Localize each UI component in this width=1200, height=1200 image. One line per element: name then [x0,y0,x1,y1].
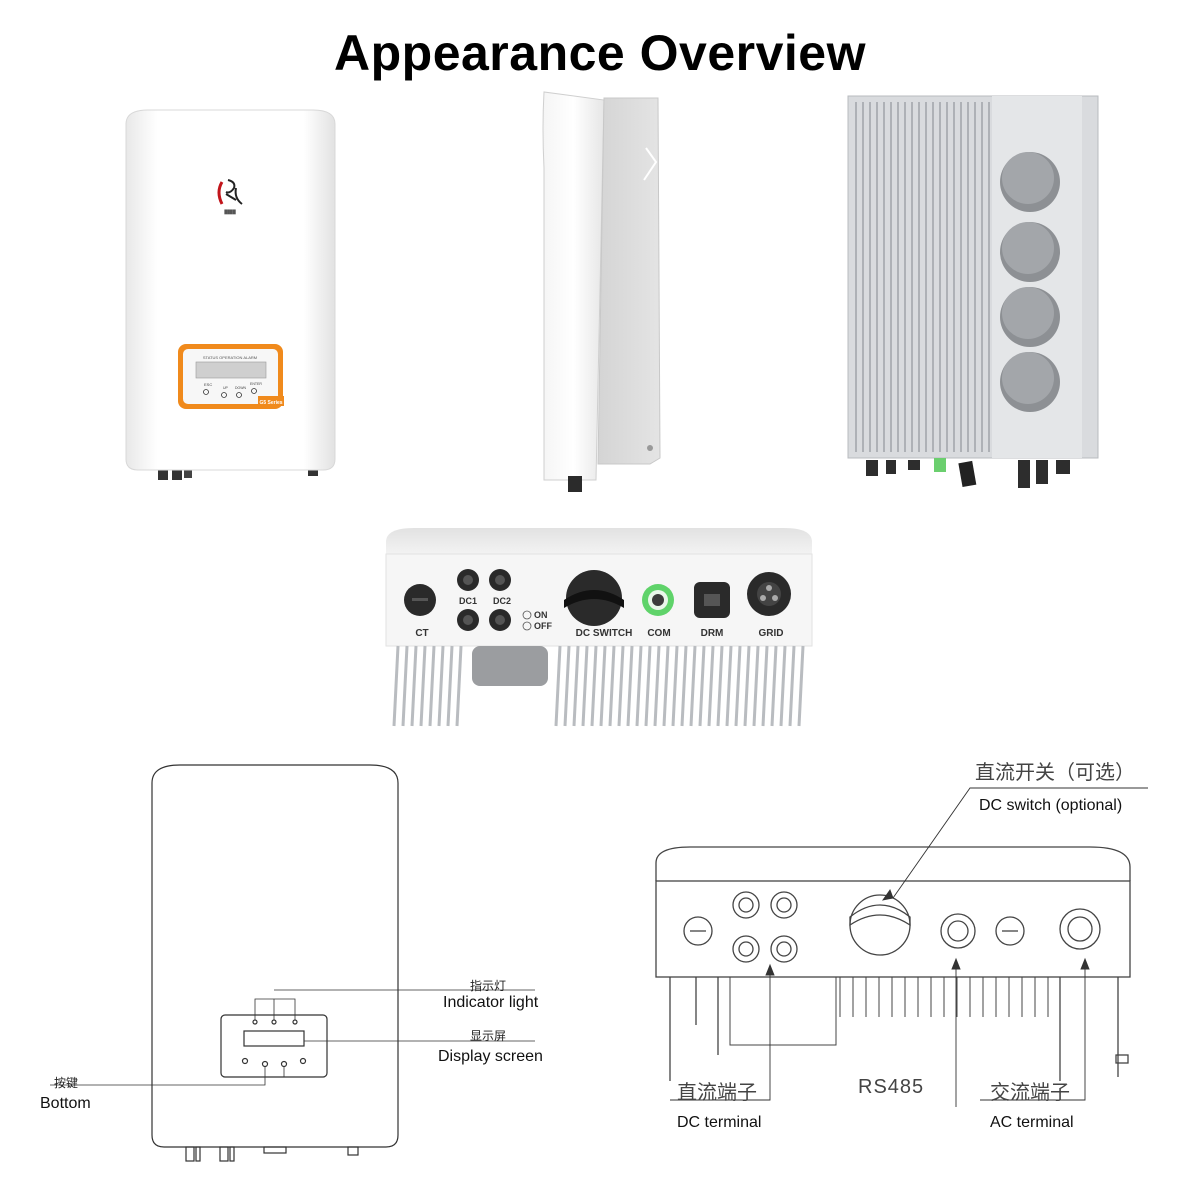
series-badge: G5 Series [259,400,282,406]
display-header-text: STATUS OPERATION ALARM [203,355,257,360]
ac-terminal-label: AC terminal [990,1114,1074,1131]
com-port-label: COM [647,628,670,639]
grid-port-label: GRID [759,628,784,639]
drm-port-label: DRM [701,628,724,639]
indicator-light-cn-label: 指示灯 [470,979,507,993]
display-screen-label: Display screen [438,1048,543,1065]
dc-switch-knob-icon [564,570,624,626]
indicator-light-label: Indicator light [443,994,539,1011]
dc2-port-label: DC2 [493,596,511,606]
down-button-label: DOWN [235,386,247,390]
display-screen-cn-label: 显示屏 [470,1029,507,1043]
svg-text:████: ████ [224,209,236,215]
enter-button-label: ENTER [250,382,262,386]
side-connector-icon [568,476,582,492]
dc-terminal-label: DC terminal [677,1114,762,1131]
up-button-label: UP [223,386,229,390]
heatsink-fins [855,102,990,452]
ct-port-label: CT [415,628,428,639]
dc-switch-optional-label: DC switch (optional) [979,797,1123,814]
esc-button[interactable] [203,389,209,395]
dc-switch-label: DC SWITCH [576,628,633,639]
brand-logo-icon: ████ [217,179,243,215]
grid-port-icon [747,572,791,616]
dc1-port-label: DC1 [459,596,477,606]
switch-on-label: ON [534,610,548,620]
page-title: Appearance Overview [334,25,866,81]
bottom-heatsink-fins [392,645,805,727]
buttons-label: Bottom [40,1095,91,1112]
dc-switch-cn-label: 直流开关（可选） [975,762,1135,784]
inductor-caps [1000,152,1060,412]
inverter-rear-photo [847,95,1099,488]
rs485-label: RS485 [858,1076,925,1098]
inverter-front-photo: ████ STATUS OPERATION ALARM ESC UP DOWN … [125,109,336,480]
dc-terminal-cn-label: 直流端子 [677,1082,757,1104]
bottom-line-diagram [655,787,1148,1107]
ac-terminal-cn-label: 交流端子 [990,1082,1070,1104]
buttons-cn-label: 按键 [54,1076,79,1090]
down-button[interactable] [236,392,242,398]
front-line-diagram [50,764,535,1162]
switch-off-label: OFF [534,621,552,631]
inverter-side-photo [542,91,661,492]
enter-button[interactable] [251,388,257,394]
dc-terminals-icon [457,569,511,631]
lcd-screen [195,361,267,379]
esc-button-label: ESC [204,382,212,387]
up-button[interactable] [221,392,227,398]
inverter-bottom-photo: CT DC1 DC2 ON OFF DC SWITCH COM DRM GRID [385,528,813,727]
